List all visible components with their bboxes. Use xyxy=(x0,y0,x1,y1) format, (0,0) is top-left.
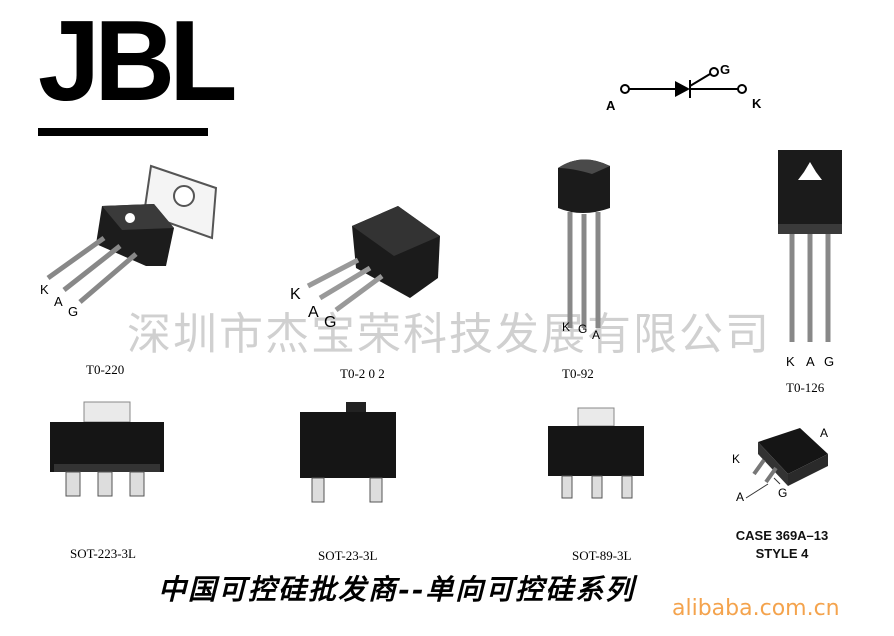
symbol-gate-label: G xyxy=(720,62,731,77)
alibaba-watermark: alibaba.com.cn xyxy=(672,596,840,621)
to220-label: T0-220 xyxy=(86,362,125,377)
to220-pin-g: G xyxy=(68,304,79,319)
sot23-package-image xyxy=(300,402,396,503)
case369-pin-a: A xyxy=(736,490,745,504)
sot23-label: SOT-23-3L xyxy=(318,548,378,563)
sot89-package-image xyxy=(548,407,644,499)
to92-package-image xyxy=(558,159,610,328)
to126-pin-k: K xyxy=(786,354,795,369)
case369-pin-a-top: A xyxy=(820,426,829,440)
to202-label: T0-2 0 2 xyxy=(340,366,385,381)
symbol-cathode-label: K xyxy=(752,96,762,111)
to126-package-image xyxy=(778,150,842,342)
to202-pin-k: K xyxy=(290,286,301,303)
to92-pin-a: A xyxy=(592,328,601,342)
case369-style-label: STYLE 4 xyxy=(755,546,809,561)
sot89-label: SOT-89-3L xyxy=(572,548,632,563)
logo-underline xyxy=(38,128,208,136)
case369-package-image xyxy=(745,428,828,499)
case369-pin-g: G xyxy=(778,486,788,500)
sot223-label: SOT-223-3L xyxy=(70,546,136,561)
to202-pin-a: A xyxy=(308,304,319,321)
to220-pin-k: K xyxy=(40,282,49,297)
to126-label: T0-126 xyxy=(786,380,825,395)
symbol-anode-label: A xyxy=(606,98,616,113)
jbl-logo: JBL xyxy=(38,0,238,125)
to220-package-image xyxy=(46,164,218,304)
to202-pin-g: G xyxy=(324,314,337,331)
to126-pin-a: A xyxy=(806,354,815,369)
scr-thyristor-symbol-icon xyxy=(620,67,747,98)
to92-label: T0-92 xyxy=(562,366,594,381)
case369-pin-k: K xyxy=(732,452,741,466)
series-title: 中国可控硅批发商--单向可控硅系列 xyxy=(158,573,636,606)
to202-package-image xyxy=(306,206,440,313)
company-watermark: 深圳市杰宝荣科技发展有限公司 xyxy=(127,309,771,360)
case369-label: CASE 369A–13 xyxy=(735,528,829,543)
to92-pin-k: K xyxy=(562,320,571,334)
sot223-package-image xyxy=(50,401,164,497)
to220-pin-a: A xyxy=(54,294,63,309)
to92-pin-g: G xyxy=(578,322,588,336)
to126-pin-g: G xyxy=(824,354,835,369)
